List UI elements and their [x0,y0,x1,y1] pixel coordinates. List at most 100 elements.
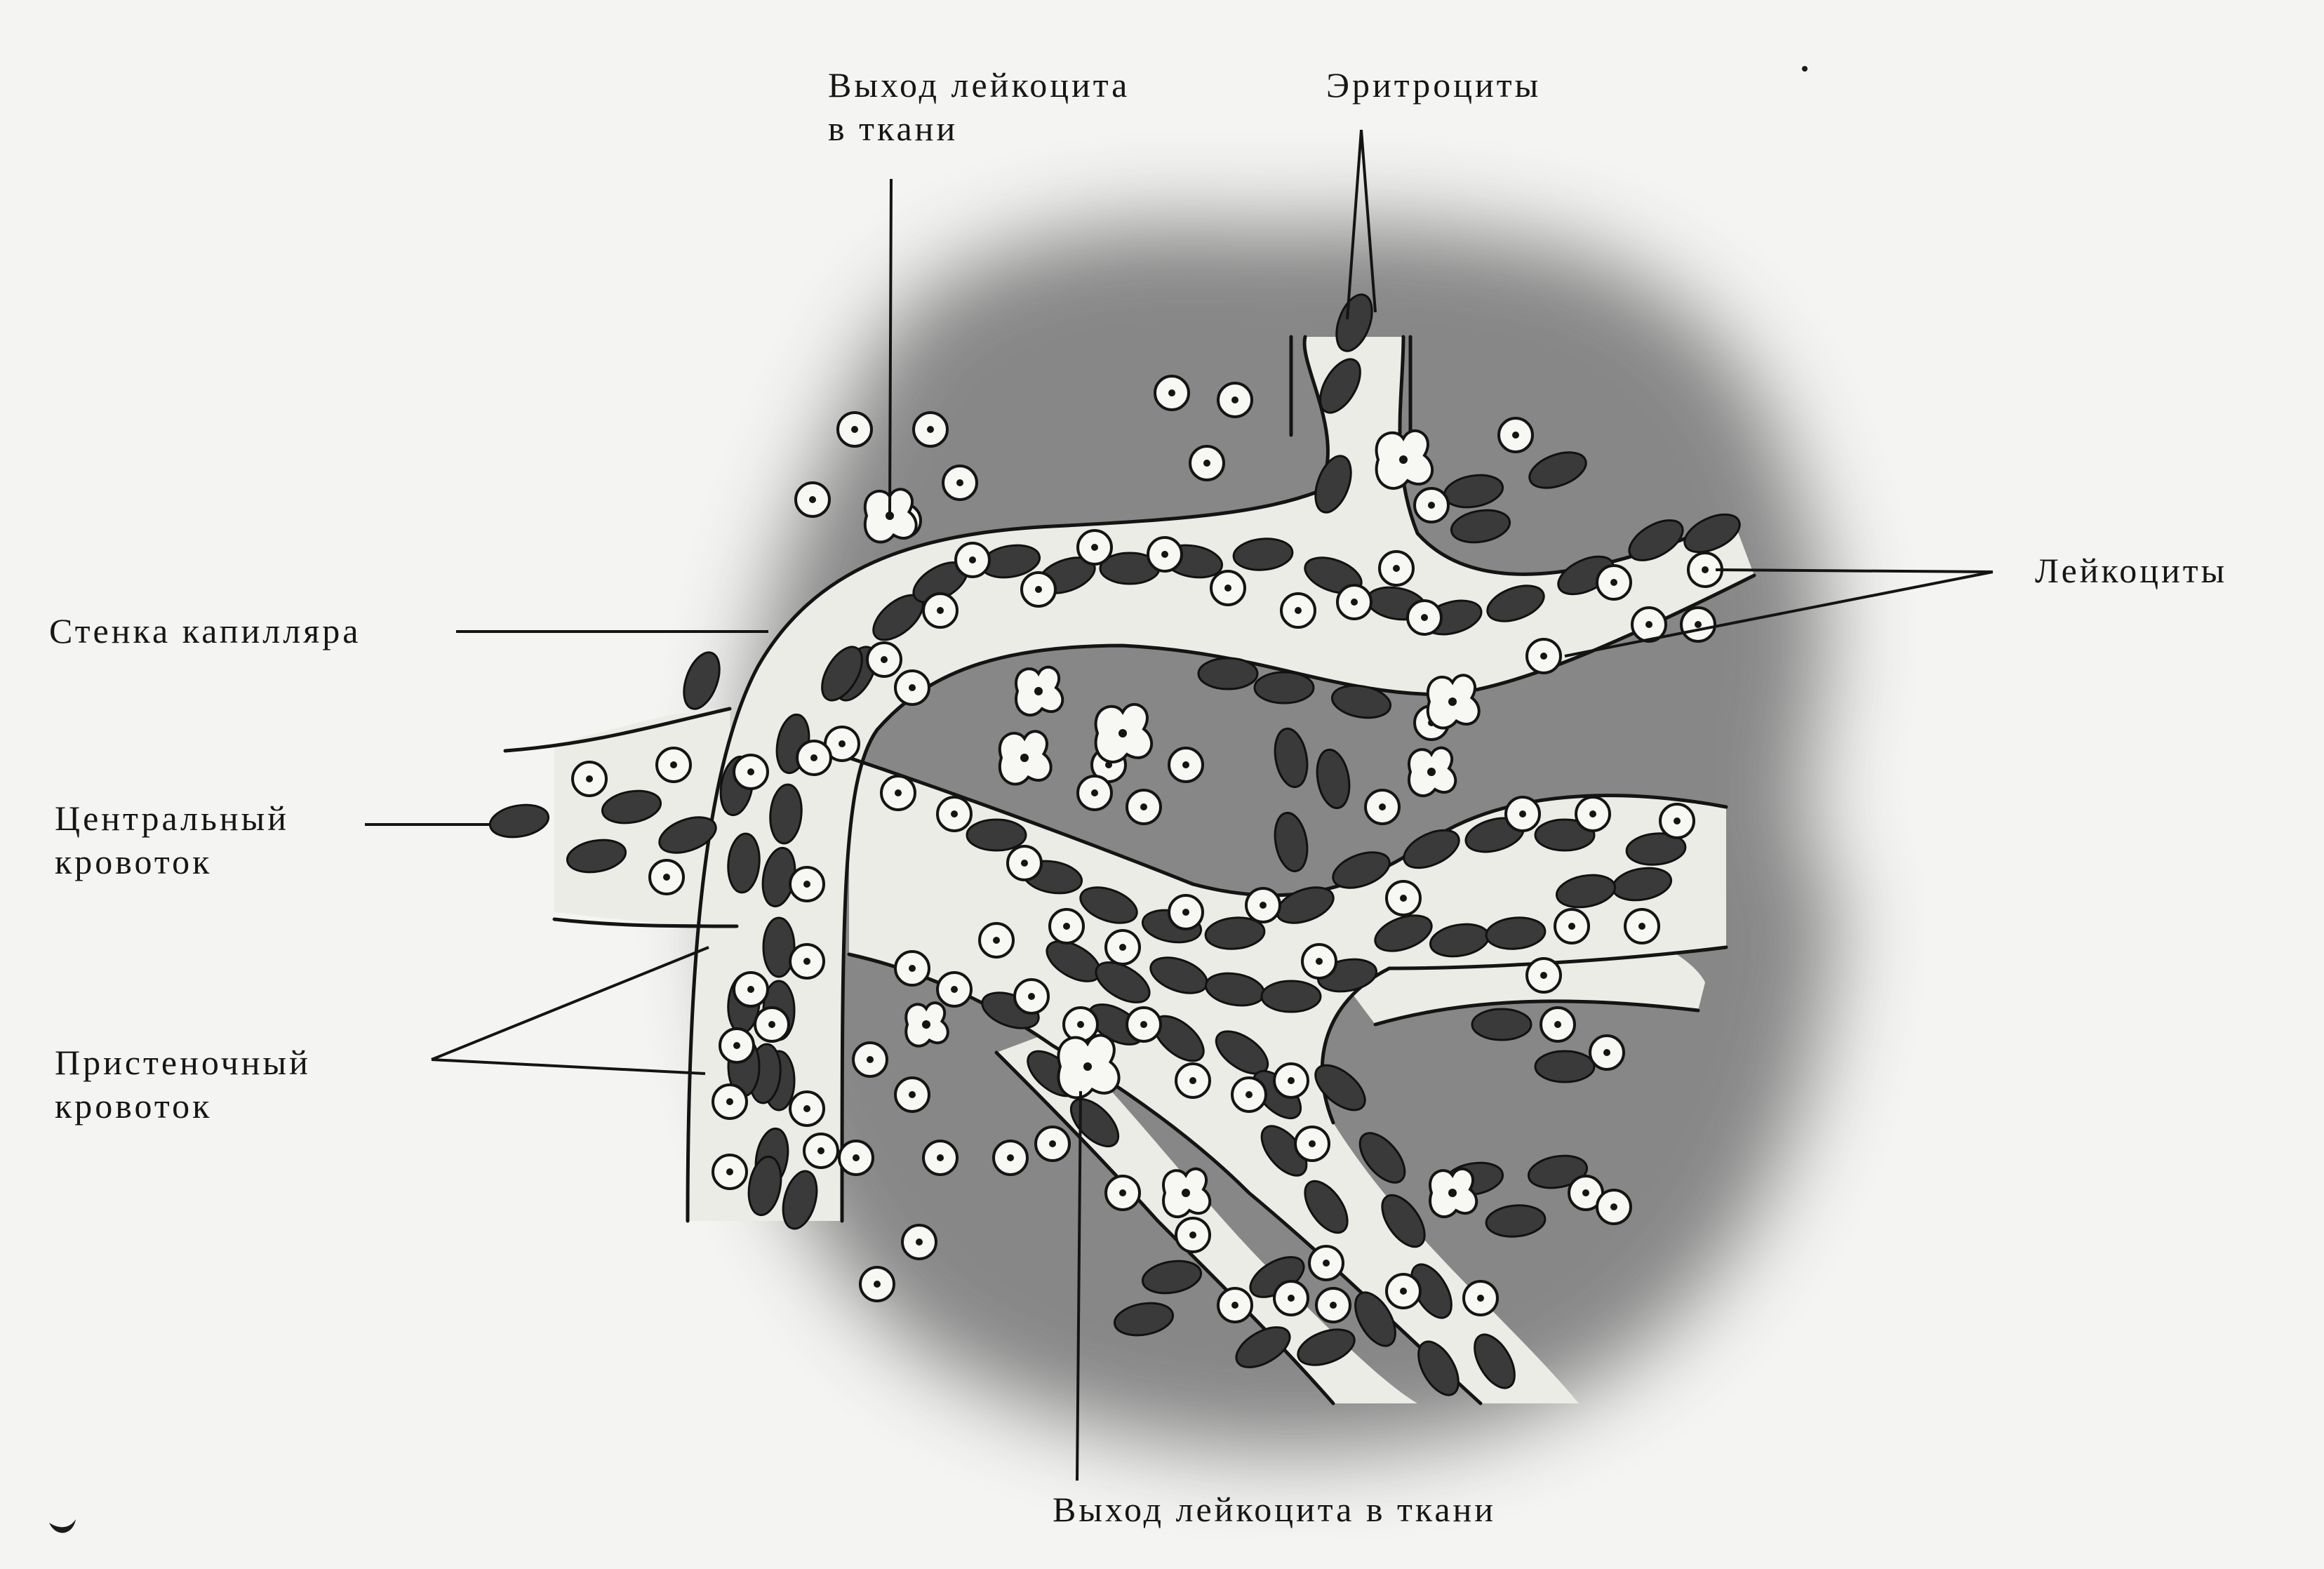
leukocyte-icon [789,943,825,980]
leukocyte-icon [1280,592,1316,629]
leukocyte-icon [912,411,949,448]
label-exit-bottom: Выход лейкоцита в ткани [1053,1490,1497,1529]
label-leukocytes: Лейкоциты [2035,551,2228,590]
leukocyte-icon [1154,375,1190,411]
leukocyte-icon [1104,929,1141,966]
leukocyte-icon [894,950,930,987]
leukocyte-icon [1364,789,1401,825]
leukocyte-icon [1104,1175,1141,1211]
migrating-leukocyte-icon [1429,1167,1478,1219]
erythrocyte-icon [1485,1204,1547,1238]
leukocyte-icon [1462,1280,1499,1316]
erythrocyte-icon [1474,1333,1516,1389]
leukocyte-icon [794,481,831,518]
leukocyte-icon [1217,1287,1253,1323]
leukocyte-icon [894,669,930,706]
erythrocyte-icon [1534,1050,1596,1083]
leukocyte-icon [719,1027,755,1064]
leukocyte-icon [1631,606,1667,643]
leukocyte-icon [1168,894,1204,930]
leukocyte-icon [1413,487,1450,523]
leukocyte-icon [1245,887,1281,923]
leukocyte-icon [1126,789,1162,825]
migrating-leukocyte-icons [863,429,1481,1219]
leukocyte-icon [894,1076,930,1113]
erythrocyte-icon [1095,961,1151,1003]
erythrocyte-icon [683,651,721,710]
migrating-leukocyte-icon [1057,1034,1121,1100]
erythrocyte-icon [488,803,550,839]
label-exit-top: Выход лейкоцита в ткани [828,65,1130,148]
leukocyte-icon [1273,1062,1309,1099]
migrating-leukocyte-icon [1426,674,1481,730]
erythrocyte-icon [1314,455,1352,514]
leukocyte-icon [1231,1076,1267,1113]
leukocyte-icon [1540,1006,1576,1043]
migrating-leukocyte-icon [1162,1167,1212,1219]
leukocyte-icon [1076,529,1113,566]
erythrocyte-icon [1235,1326,1291,1368]
leukocyte-icon [922,592,959,629]
erythrocyte-icon [1079,886,1138,924]
erythrocyte-icon [1215,1030,1269,1075]
leukocyte-icon [1210,570,1246,606]
leader-erythrocytes-b [1360,129,1377,313]
leukocyte-icon [648,859,685,895]
erythrocyte-icon [1527,1154,1589,1189]
leukocyte-icon [796,740,832,776]
leukocyte-icon [1076,775,1113,811]
erythrocyte-icon [1403,829,1460,869]
leukocyte-icon [978,922,1015,959]
erythrocyte-icon [1204,916,1266,950]
erythrocyte-icon [1354,1291,1396,1347]
leukocyte-icon [1034,1126,1071,1162]
leukocyte-icon [1126,1006,1162,1043]
migrating-leukocyte-icon [1015,665,1064,717]
erythrocyte-icon [1319,358,1361,414]
erythrocyte-icon [1253,671,1315,705]
leukocyte-icon [803,1133,839,1169]
migrating-leukocyte-icon [904,1001,949,1048]
leader-lines [365,129,1994,1481]
leukocyte-icon [1525,638,1562,674]
erythrocyte-icon [1232,538,1294,571]
erythrocyte-icon [747,1155,782,1217]
label-capillary-wall: Стенка капилляра [49,611,361,650]
leukocyte-icon [838,1140,874,1176]
erythrocyte-icon [1485,916,1547,950]
leukocyte-icon [880,775,916,811]
leader-leukocytes-b [1564,570,1994,657]
leukocyte-icon [1504,796,1541,832]
erythrocyte-icon [1141,1260,1203,1295]
migrating-leukocyte-icon [998,730,1053,786]
leukocyte-icon [1217,382,1253,418]
erythrocyte-icon [1358,1132,1406,1184]
erythrocyte-icon [1297,1328,1356,1366]
leukocyte-icon [1175,1217,1211,1253]
migrating-leukocyte-icon [1408,746,1457,798]
erythrocyte-icon [821,646,863,702]
erythrocyte-icon [1417,1340,1460,1396]
leukocyte-icon [866,641,902,678]
leukocyte-icon [1554,908,1590,944]
leukocyte-icon [1175,1062,1211,1099]
leukocyte-icon [1294,1126,1330,1162]
erythrocyte-icon [966,818,1027,852]
leukocyte-icon [712,1083,748,1120]
leukocyte-icon [1013,978,1050,1015]
leukocyte-icon [1596,1189,1632,1225]
leukocyte-icon [1336,584,1373,620]
erythrocyte-icon [1197,657,1259,690]
erythrocyte-icon [1260,980,1322,1013]
leukocyte-icon [733,971,769,1008]
leukocyte-icon [1273,1280,1309,1316]
leukocyte-icon [1624,908,1660,944]
leukocyte-icon [1301,943,1337,980]
erythrocyte-icon [1304,1180,1349,1234]
erythrocyte-icon [566,839,627,874]
leukocyte-icons [571,375,1723,1323]
leukocyte-icon [936,796,973,832]
erythrocyte-icon [1069,1097,1120,1148]
leukocyte-icon [1680,606,1716,643]
